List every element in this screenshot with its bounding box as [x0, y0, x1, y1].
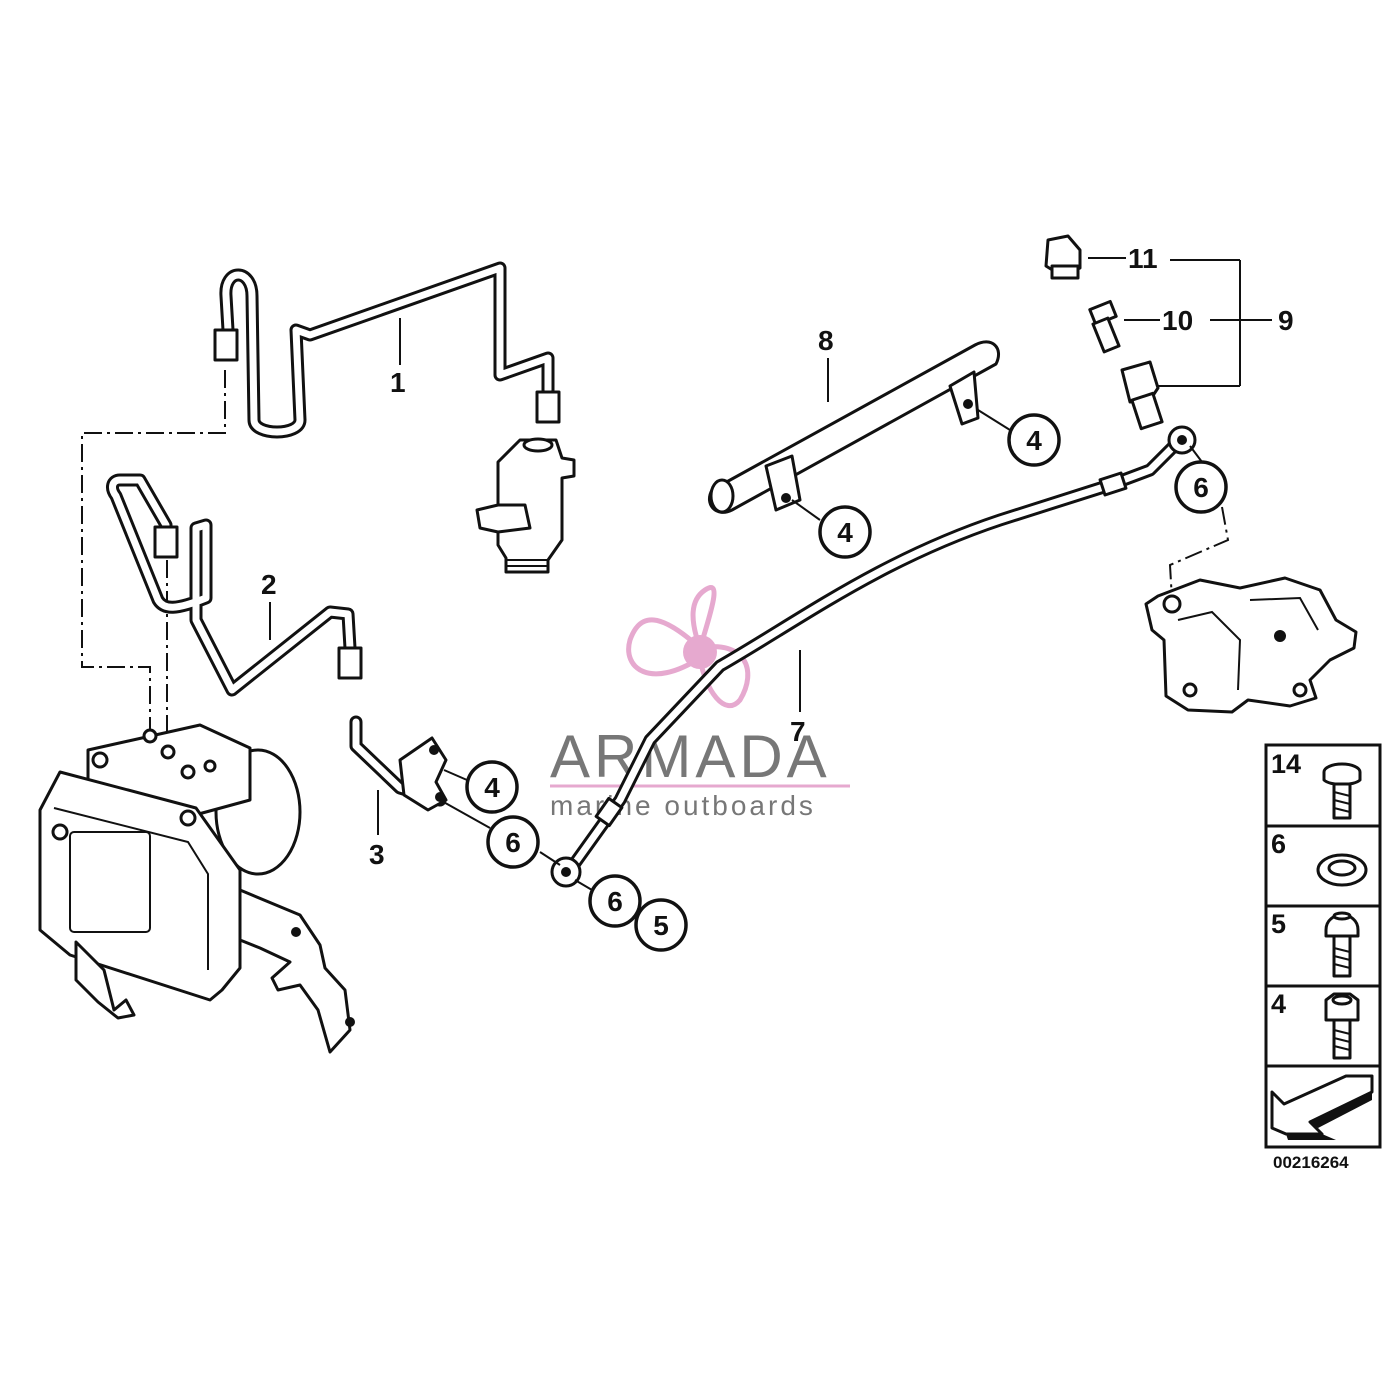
callout-10: 10 — [1162, 305, 1193, 336]
svg-text:6: 6 — [505, 827, 521, 858]
legend-row-5: 5 — [1271, 909, 1360, 978]
leader-lines — [269, 257, 1272, 891]
brake-pipe-2 — [106, 473, 363, 697]
svg-text:14: 14 — [1271, 749, 1301, 779]
collar-screw-icon — [1322, 762, 1362, 820]
legend-row-4: 4 — [1271, 989, 1360, 1060]
propeller-logo-icon — [626, 585, 751, 709]
callout-4-holder-left: 4 — [818, 505, 872, 559]
svg-text:4: 4 — [484, 772, 500, 803]
callout-4-holder-right: 4 — [1007, 413, 1061, 467]
legend-row-14: 14 — [1271, 749, 1362, 820]
seal-ring-icon — [1316, 853, 1368, 887]
svg-text:6: 6 — [607, 886, 623, 917]
callout-5-hose: 5 — [634, 898, 688, 952]
armada-watermark: ARMADA marine outboards — [550, 585, 850, 821]
svg-text:6: 6 — [1271, 829, 1286, 859]
callout-6-bracket: 6 — [486, 815, 540, 869]
watermark-brand: ARMADA — [550, 723, 831, 790]
brake-caliper — [1144, 576, 1358, 714]
callout-7: 7 — [790, 716, 806, 747]
pipe-holder-8 — [708, 340, 1000, 514]
svg-text:5: 5 — [653, 910, 669, 941]
legend-row-6: 6 — [1271, 829, 1368, 887]
hex-socket-screw-icon — [1324, 992, 1360, 1060]
callout-6-caliper: 6 — [1174, 460, 1228, 514]
diagram-id: 00216264 — [1273, 1153, 1349, 1172]
fastener-legend: 14 6 5 — [1264, 743, 1382, 1149]
bleed-valve-set — [1044, 234, 1164, 431]
connection-lines — [81, 370, 1230, 740]
pressure-sensor-unit — [475, 437, 576, 574]
direction-arrow-icon — [1270, 1074, 1374, 1140]
callout-11: 11 — [1128, 243, 1158, 274]
callout-4-bracket: 4 — [465, 760, 519, 814]
callout-2: 2 — [261, 569, 277, 600]
hollow-bolt-icon — [1324, 911, 1360, 978]
svg-text:4: 4 — [837, 517, 853, 548]
callout-9: 9 — [1278, 305, 1294, 336]
brake-hose-7 — [550, 425, 1197, 888]
watermark-tagline: marine outboards — [550, 790, 816, 821]
callout-8: 8 — [818, 325, 834, 356]
svg-text:5: 5 — [1271, 909, 1286, 939]
svg-text:4: 4 — [1271, 989, 1286, 1019]
callout-1: 1 — [390, 367, 406, 398]
brake-pipe-1 — [213, 261, 561, 439]
callout-3: 3 — [369, 839, 385, 870]
svg-text:6: 6 — [1193, 472, 1209, 503]
pipe-bracket-3 — [349, 715, 448, 812]
svg-text:4: 4 — [1026, 425, 1042, 456]
callout-6-hose: 6 — [588, 874, 642, 928]
abs-hydraulic-unit — [38, 723, 355, 1054]
